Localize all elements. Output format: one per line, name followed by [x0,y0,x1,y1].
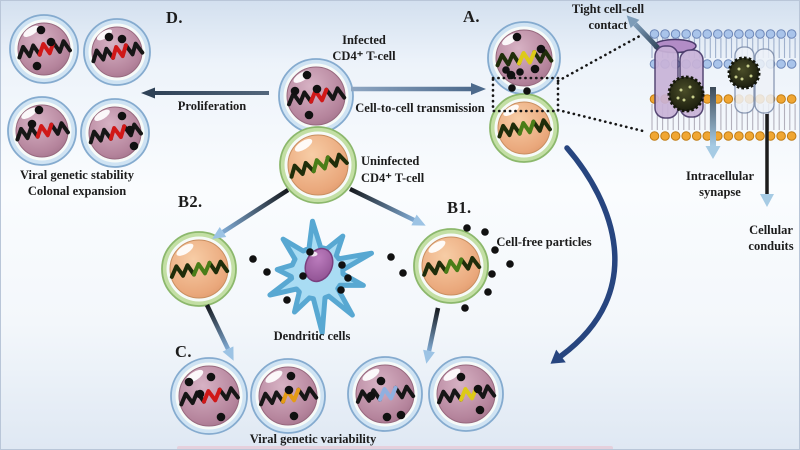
genetic-stability-label-line1: Viral genetic stability [19,168,135,182]
panel-label-b2: B2. [178,192,203,211]
d-cell-1 [9,14,79,84]
cells-layer [7,14,561,435]
cellular-conduits-label-line1: Cellular [749,223,793,237]
virus-dot [461,304,469,312]
intracellular-synapse-label-line2: synapse [699,185,741,199]
b1-cell [413,228,489,304]
d-cell-2 [83,18,151,86]
virus-dot [399,269,407,277]
virus-dot [299,272,307,280]
virus-dot [491,246,499,254]
cellular-conduits-label-line2: conduits [748,239,794,253]
infected-cell-label-line1: Infected [342,33,386,47]
b2-to-c-arrow [204,304,234,361]
cell-to-cell-label: Cell-to-cell transmission [355,101,485,115]
dendritic-cells-label: Dendritic cells [273,329,351,343]
transmission-curve-arrowhead [550,349,566,364]
virus-dot [508,84,516,92]
virus-dot [387,253,395,261]
transmission-curve-arrow [558,145,618,359]
b1-to-c-arrow [423,307,441,364]
virus-dot [249,255,257,263]
uninfected-cell-label-line2: CD4⁺ T-cell [361,171,425,185]
inset-connector-bottom [556,108,649,134]
uninfected-to-b1-arrow [349,186,426,226]
bottom-strip [177,446,613,449]
free-virus-particles [249,66,531,312]
virus-dot [516,68,524,76]
d-cell-3 [7,96,77,166]
b2-cell [161,231,237,307]
c-cell-3 [347,356,423,432]
uninfected-cell-label: Uninfected CD4⁺ T-cell [361,153,424,187]
cell-to-cell-arrow [351,83,486,95]
tight-contact-label-line2: contact [588,18,628,32]
virus-dot [481,228,489,236]
contact-zone-box [491,76,560,113]
virus-dot [484,288,492,296]
virus-dot [283,296,291,304]
cellular-conduits-label: Cellular conduits [748,222,793,254]
a-bottom-target-cell [489,93,559,163]
virus-dot [344,274,352,282]
dendritic-cell [267,218,374,336]
intracellular-synapse-label: Intracellular synapse [686,168,754,200]
intracellular-synapse-arrow [705,87,721,159]
virus-dot [306,248,314,256]
proliferation-label: Proliferation [177,99,247,113]
tight-contact-label-line1: Tight cell-cell [571,2,645,16]
infected-cell-label-line2: CD4⁺ T-cell [332,49,396,63]
virus-dot [506,260,514,268]
panel-label-c: C. [175,342,192,361]
a-top-infected-cell [487,21,561,95]
c-cell-2 [250,358,326,434]
proliferation-arrow [141,87,269,99]
genetic-stability-label: Viral genetic stability Colonal expansio… [20,167,134,199]
c-cell-4 [428,356,504,432]
virus-particle [727,56,761,90]
d-cell-4 [80,98,150,168]
genetic-variability-label: Viral genetic variability [249,432,377,446]
infected-cell-label: Infected CD4⁺ T-cell [332,32,395,64]
panel-label-d: D. [166,8,183,27]
flow-arrows [141,15,774,364]
virus-dot [263,268,271,276]
virus-particle [667,75,705,113]
panel-label-b1: B1. [447,198,472,217]
dendritic-nucleus [304,247,334,283]
cell-free-particles-label: Cell-free particles [496,235,592,249]
conduit-protein-2 [754,48,775,114]
membrane-inset [649,29,797,141]
virus-dot [337,286,345,294]
panel-label-a: A. [463,7,480,26]
uninfected-cell-label-line1: Uninfected [361,154,420,168]
virus-dot [463,224,471,232]
inset-connector-top [556,30,649,83]
intracellular-synapse-label-line1: Intracellular [685,169,755,183]
virus-dot [523,87,531,95]
tight-contact-zone [491,30,649,134]
c-cell-1 [170,357,248,435]
cellular-conduits-arrow [760,114,774,207]
tight-contact-label: Tight cell-cell contact [572,1,644,33]
genetic-stability-label-line2: Colonal expansion [27,184,127,198]
infected-cd4-cell [278,58,354,134]
tight-contact-arrow [626,15,660,50]
virus-dot [488,270,496,278]
virus-dot [338,261,346,269]
virus-dot [502,66,510,74]
uninfected-to-b2-arrow [212,188,290,240]
uninfected-cd4-cell [279,126,357,204]
